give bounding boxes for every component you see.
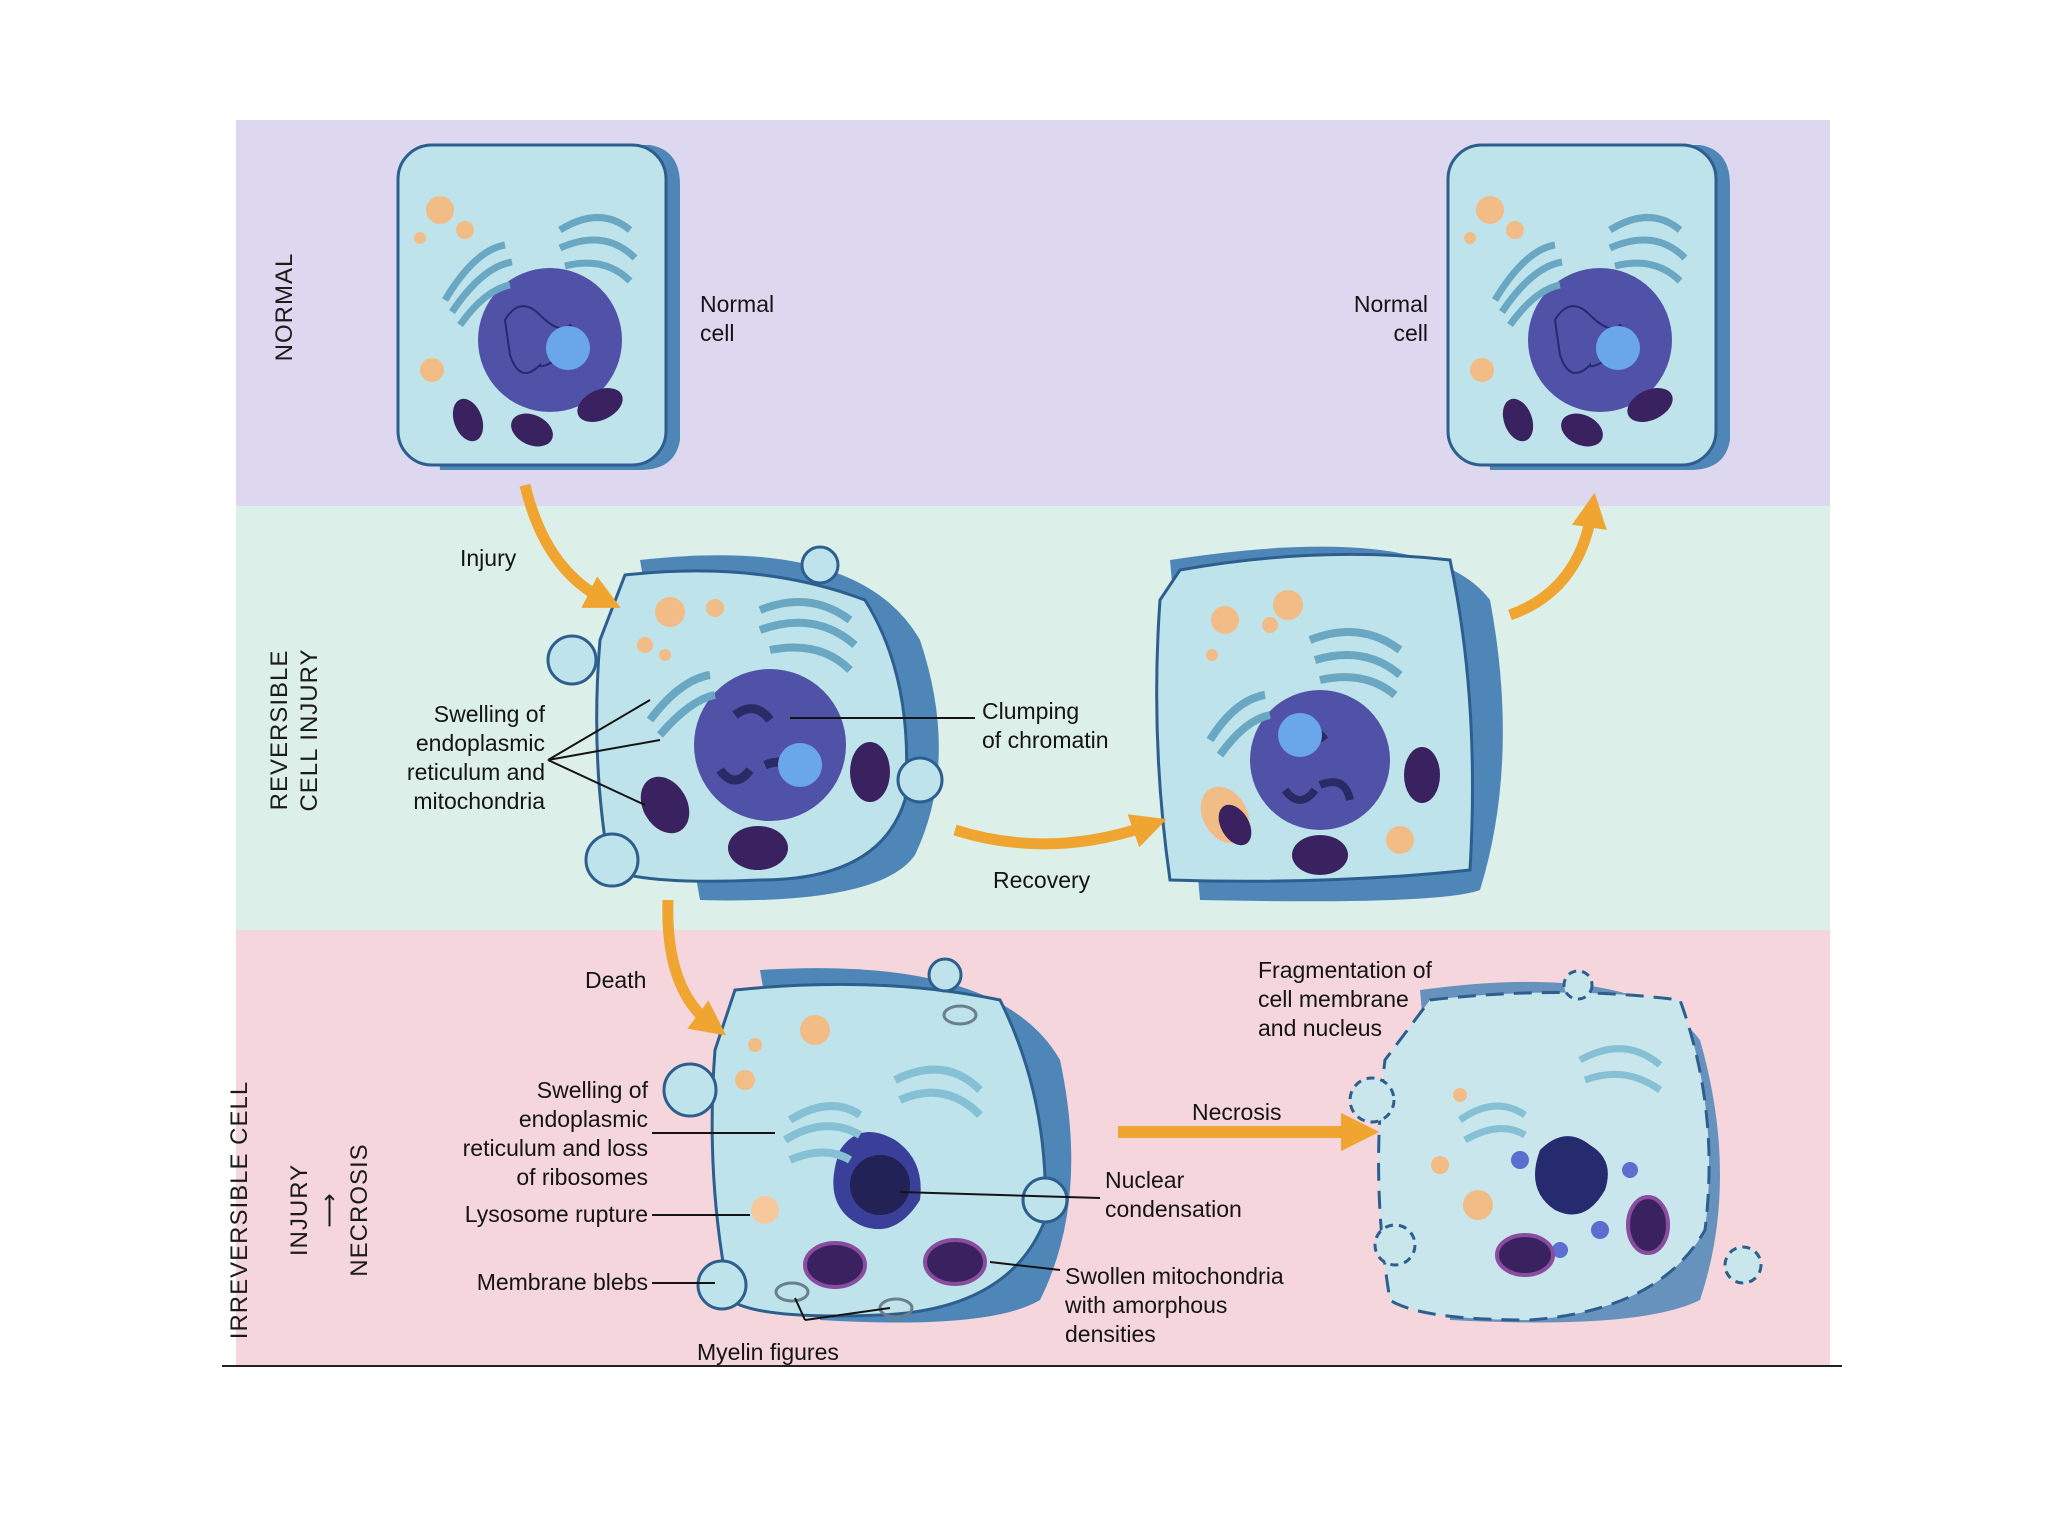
annotation-fragmentation: Fragmentation of cell membrane and nucle… bbox=[1258, 957, 1432, 1041]
band-label-irreversible-top: IRREVERSIBLE CELL bbox=[226, 1080, 253, 1340]
leader-lines bbox=[547, 699, 1101, 1321]
injury-arrow bbox=[519, 483, 621, 608]
fragmented-cell bbox=[1348, 969, 1763, 1323]
normal-cell-left bbox=[396, 143, 680, 470]
recovery-label: Recovery bbox=[993, 867, 1091, 893]
annotation-swelling-er-ribosomes: Swelling of endoplasmic reticulum and lo… bbox=[462, 1077, 648, 1190]
band-label-reversible: REVERSIBLE CELL INJURY bbox=[266, 648, 323, 812]
necrosis-label: Necrosis bbox=[1192, 1099, 1282, 1125]
necrotic-cell bbox=[662, 957, 1072, 1323]
return-arrow bbox=[1508, 492, 1607, 621]
normal-cell-right bbox=[1446, 143, 1730, 470]
annotation-nuclear-condensation: Nuclear condensation bbox=[1105, 1167, 1242, 1222]
annotation-lysosome-rupture: Lysosome rupture bbox=[464, 1201, 648, 1227]
annotation-swollen-mitochondria: Swollen mitochondria with amorphous dens… bbox=[1065, 1263, 1284, 1347]
annotation-clumping: Clumping of chromatin bbox=[982, 698, 1109, 753]
recovering-cell bbox=[1155, 546, 1503, 902]
recovery-arrow bbox=[953, 814, 1167, 850]
annotation-membrane-blebs: Membrane blebs bbox=[476, 1269, 648, 1295]
arrow-glyph: ⟶ bbox=[316, 1192, 343, 1228]
injury-label: Injury bbox=[460, 545, 517, 571]
death-label: Death bbox=[585, 967, 647, 993]
normal-cell-label-right: Normal cell bbox=[1353, 291, 1428, 346]
band-label-irreversible-b: NECROSIS bbox=[346, 1143, 373, 1277]
normal-cell-label-left: Normal cell bbox=[700, 291, 775, 346]
annotation-swelling-er-mito: Swelling of endoplasmic reticulum and mi… bbox=[406, 701, 545, 814]
band-label-normal: NORMAL bbox=[271, 252, 298, 362]
band-label-irreversible: IRREVERSIBLE CELL INJURY ⟶ NECROSIS bbox=[195, 1055, 375, 1365]
swollen-cell bbox=[546, 545, 944, 901]
annotation-myelin-figures: Myelin figures bbox=[697, 1339, 839, 1365]
death-arrow bbox=[662, 899, 727, 1036]
band-label-irreversible-a: INJURY bbox=[286, 1163, 313, 1257]
